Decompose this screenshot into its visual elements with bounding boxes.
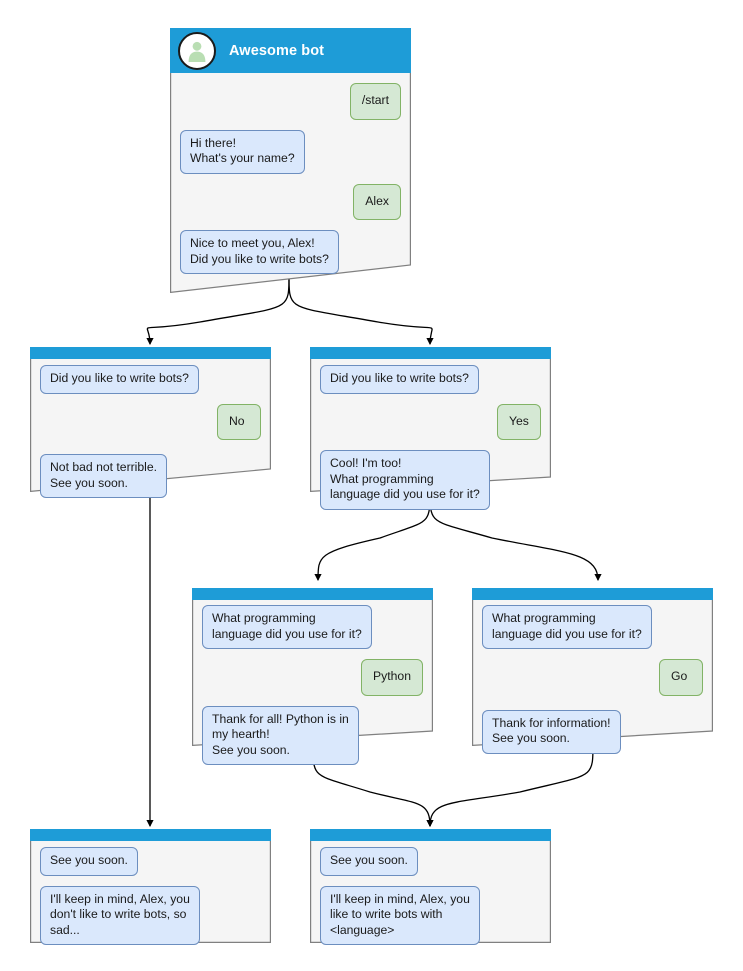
- node-no-branch-chat: Did you like to write bots? No Not bad n…: [30, 359, 271, 498]
- node-end-yes-chat: See you soon. I'll keep in mind, Alex, y…: [310, 841, 551, 945]
- bot-message-bubble[interactable]: See you soon.: [40, 847, 138, 876]
- user-message-bubble[interactable]: No: [217, 403, 261, 440]
- bot-message-bubble[interactable]: Thank for all! Python is in my hearth! S…: [202, 705, 359, 765]
- node-root-chat: /start Hi there! What's your name? Alex …: [170, 73, 411, 274]
- message-row: Hi there! What's your name?: [180, 129, 401, 174]
- node-yes-branch-header: [310, 347, 551, 359]
- bot-message-bubble[interactable]: Cool! I'm too! What programming language…: [320, 450, 490, 510]
- node-yes-branch[interactable]: Did you like to write bots? Yes Cool! I'…: [310, 347, 551, 510]
- bot-message-bubble[interactable]: See you soon.: [320, 847, 418, 876]
- user-message-bubble[interactable]: Yes: [497, 403, 541, 440]
- message-row: Did you like to write bots?: [320, 365, 541, 394]
- node-go-branch[interactable]: What programming language did you use fo…: [472, 588, 713, 754]
- user-message-bubble[interactable]: Alex: [353, 183, 401, 220]
- message-row: Did you like to write bots?: [40, 365, 261, 394]
- node-end-no-header: [30, 829, 271, 841]
- message-row: Cool! I'm too! What programming language…: [320, 450, 541, 510]
- bot-message-bubble[interactable]: Not bad not terrible. See you soon.: [40, 454, 168, 498]
- node-end-yes-header: [310, 829, 551, 841]
- node-yes-branch-chat: Did you like to write bots? Yes Cool! I'…: [310, 359, 551, 510]
- node-no-branch[interactable]: Did you like to write bots? No Not bad n…: [30, 347, 271, 498]
- node-root[interactable]: Awesome bot /start Hi there! What's your…: [170, 28, 411, 293]
- user-message-bubble[interactable]: Go: [659, 659, 703, 696]
- node-go-branch-chat: What programming language did you use fo…: [472, 600, 713, 754]
- message-row: Thank for all! Python is in my hearth! S…: [202, 705, 423, 765]
- message-row: I'll keep in mind, Alex, you like to wri…: [320, 885, 541, 945]
- bot-message-bubble[interactable]: Did you like to write bots?: [320, 365, 479, 394]
- message-row: See you soon.: [320, 847, 541, 876]
- person-avatar-icon: [178, 31, 216, 70]
- bot-message-bubble[interactable]: I'll keep in mind, Alex, you don't like …: [40, 885, 200, 945]
- bot-title: Awesome bot: [229, 42, 325, 59]
- node-end-yes[interactable]: See you soon. I'll keep in mind, Alex, y…: [310, 829, 551, 945]
- message-row: /start: [180, 83, 401, 120]
- node-python-branch-header: [192, 588, 433, 600]
- message-row: Alex: [180, 183, 401, 220]
- message-row: Python: [202, 659, 423, 696]
- message-row: See you soon.: [40, 847, 261, 876]
- bot-message-bubble[interactable]: Hi there! What's your name?: [180, 129, 305, 174]
- message-row: No: [40, 403, 261, 440]
- message-row: I'll keep in mind, Alex, you don't like …: [40, 885, 261, 945]
- message-row: Yes: [320, 403, 541, 440]
- node-python-branch-chat: What programming language did you use fo…: [192, 600, 433, 765]
- node-end-no[interactable]: See you soon. I'll keep in mind, Alex, y…: [30, 829, 271, 945]
- message-row: Go: [482, 659, 703, 696]
- user-message-bubble[interactable]: /start: [349, 83, 401, 120]
- bot-message-bubble[interactable]: Did you like to write bots?: [40, 365, 199, 394]
- message-row: Not bad not terrible. See you soon.: [40, 454, 261, 498]
- bot-message-bubble[interactable]: What programming language did you use fo…: [202, 605, 372, 649]
- message-row: Thank for information! See you soon.: [482, 709, 703, 754]
- node-no-branch-header: [30, 347, 271, 359]
- node-end-no-chat: See you soon. I'll keep in mind, Alex, y…: [30, 841, 271, 945]
- node-python-branch[interactable]: What programming language did you use fo…: [192, 588, 433, 765]
- node-go-branch-header: [472, 588, 713, 600]
- bot-message-bubble[interactable]: I'll keep in mind, Alex, you like to wri…: [320, 885, 480, 945]
- user-message-bubble[interactable]: Python: [361, 659, 423, 696]
- bot-message-bubble[interactable]: Nice to meet you, Alex! Did you like to …: [180, 230, 339, 274]
- message-row: What programming language did you use fo…: [482, 605, 703, 649]
- node-root-header: Awesome bot: [170, 28, 411, 73]
- bot-message-bubble[interactable]: Thank for information! See you soon.: [482, 709, 621, 754]
- message-row: What programming language did you use fo…: [202, 605, 423, 649]
- bot-message-bubble[interactable]: What programming language did you use fo…: [482, 605, 652, 649]
- message-row: Nice to meet you, Alex! Did you like to …: [180, 230, 401, 274]
